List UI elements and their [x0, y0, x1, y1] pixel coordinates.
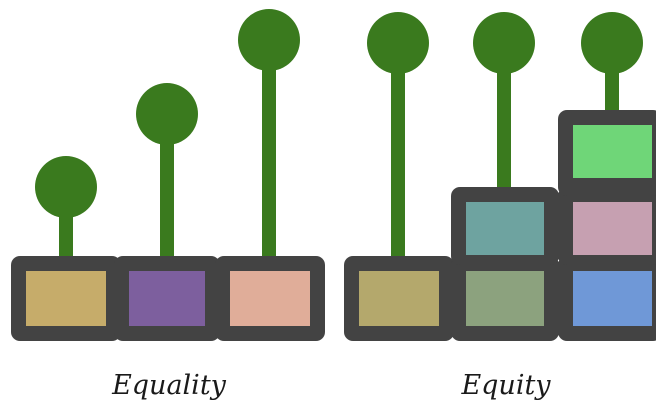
equality-panel [11, 9, 325, 341]
equity-panel [344, 12, 656, 341]
crate-fill [573, 125, 652, 178]
figure-head [473, 12, 535, 74]
crate-fill [359, 271, 439, 326]
crate-fill [466, 202, 544, 255]
figure-head [136, 83, 198, 145]
figure-head [35, 156, 97, 218]
equality-caption: Equality [112, 370, 226, 401]
figure-stem [262, 42, 276, 265]
figure-stem [391, 45, 405, 265]
equity-figure-2 [451, 12, 559, 341]
crate-fill [26, 271, 106, 326]
figure-head [367, 12, 429, 74]
equality-figure-1 [11, 156, 121, 341]
equality-figure-2 [114, 83, 220, 341]
crate-fill [573, 202, 652, 255]
equality-figure-3 [215, 9, 325, 341]
figure-stem [160, 115, 174, 265]
crate-fill [230, 271, 310, 326]
equity-figure-1 [344, 12, 454, 341]
crate-fill [573, 271, 652, 326]
figure-head [581, 12, 643, 74]
crate-fill [466, 271, 544, 326]
figure-stem [497, 45, 511, 195]
crate-fill [129, 271, 205, 326]
equity-figure-3 [558, 12, 656, 341]
equity-caption: Equity [461, 370, 551, 401]
figure-head [238, 9, 300, 71]
